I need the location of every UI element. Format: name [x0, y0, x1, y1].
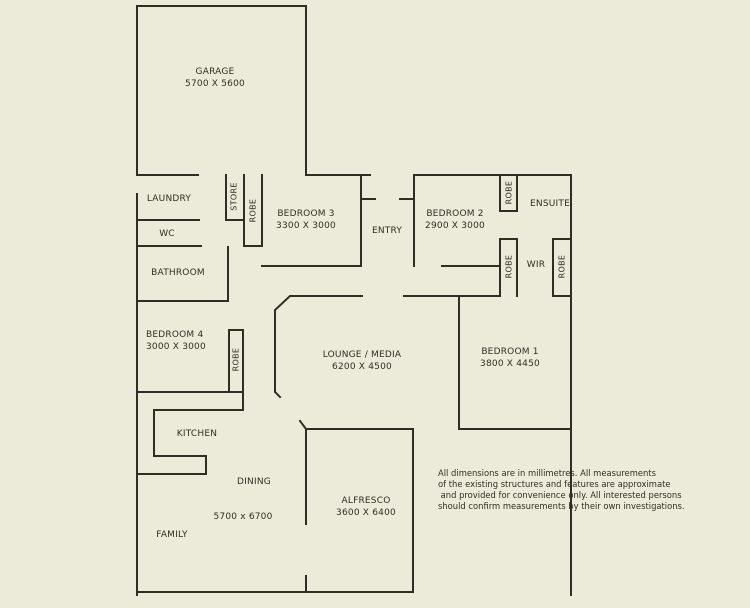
bedroom2-ensuite-outer: [413, 174, 572, 596]
family-label: FAMILY: [156, 530, 188, 540]
bedroom4-label: BEDROOM 4 3000 X 3000: [146, 330, 206, 352]
robe-bed4-walls: [136, 329, 244, 393]
robe-wir-right-label: ROBE: [557, 254, 567, 279]
garage-label: GARAGE 5700 X 5600: [185, 67, 245, 89]
kitchen-bench-walls: [136, 391, 244, 475]
wir-label: WIR: [526, 260, 546, 270]
lounge-west-walls: [274, 295, 363, 399]
bathroom-label: BATHROOM: [151, 268, 205, 278]
dining-label: DINING: [237, 477, 271, 487]
lounge-label: LOUNGE / MEDIA 6200 X 4500: [322, 350, 402, 372]
robe-bed3-walls: [243, 174, 263, 247]
ensuite-label: ENSUITE: [530, 199, 570, 209]
bedroom1-label: BEDROOM 1 3800 X 4450: [480, 347, 540, 369]
bedroom3-walls: [261, 174, 362, 267]
kitchen-label: KITCHEN: [176, 429, 218, 439]
garage-walls: [136, 5, 371, 176]
entry-label: ENTRY: [371, 226, 403, 236]
laundry-label: LAUNDRY: [146, 194, 192, 204]
alfresco-label: ALFRESCO 3600 X 6400: [336, 496, 396, 518]
robe-bed2-label: ROBE: [504, 180, 514, 205]
robe-bed4-label: ROBE: [231, 347, 241, 372]
robe-wir-left-walls: [499, 238, 518, 297]
disclaimer-note: All dimensions are in millimetres. All m…: [438, 468, 685, 511]
alfresco-north-wall: [298, 419, 414, 430]
robe-bed3-label: ROBE: [248, 198, 258, 223]
store-label: STORE: [229, 182, 239, 211]
bedroom2-label: BEDROOM 2 2900 X 3000: [425, 209, 485, 231]
robe-bed2-walls: [499, 174, 518, 212]
robe-wir-right-walls: [552, 238, 572, 297]
wc-label: WC: [159, 229, 175, 239]
store-walls: [225, 174, 244, 221]
dining-size-label: 5700 x 6700: [213, 512, 273, 522]
robe-wir-left-label: ROBE: [504, 254, 514, 279]
bedroom3-label: BEDROOM 3 3300 X 3000: [276, 209, 336, 231]
